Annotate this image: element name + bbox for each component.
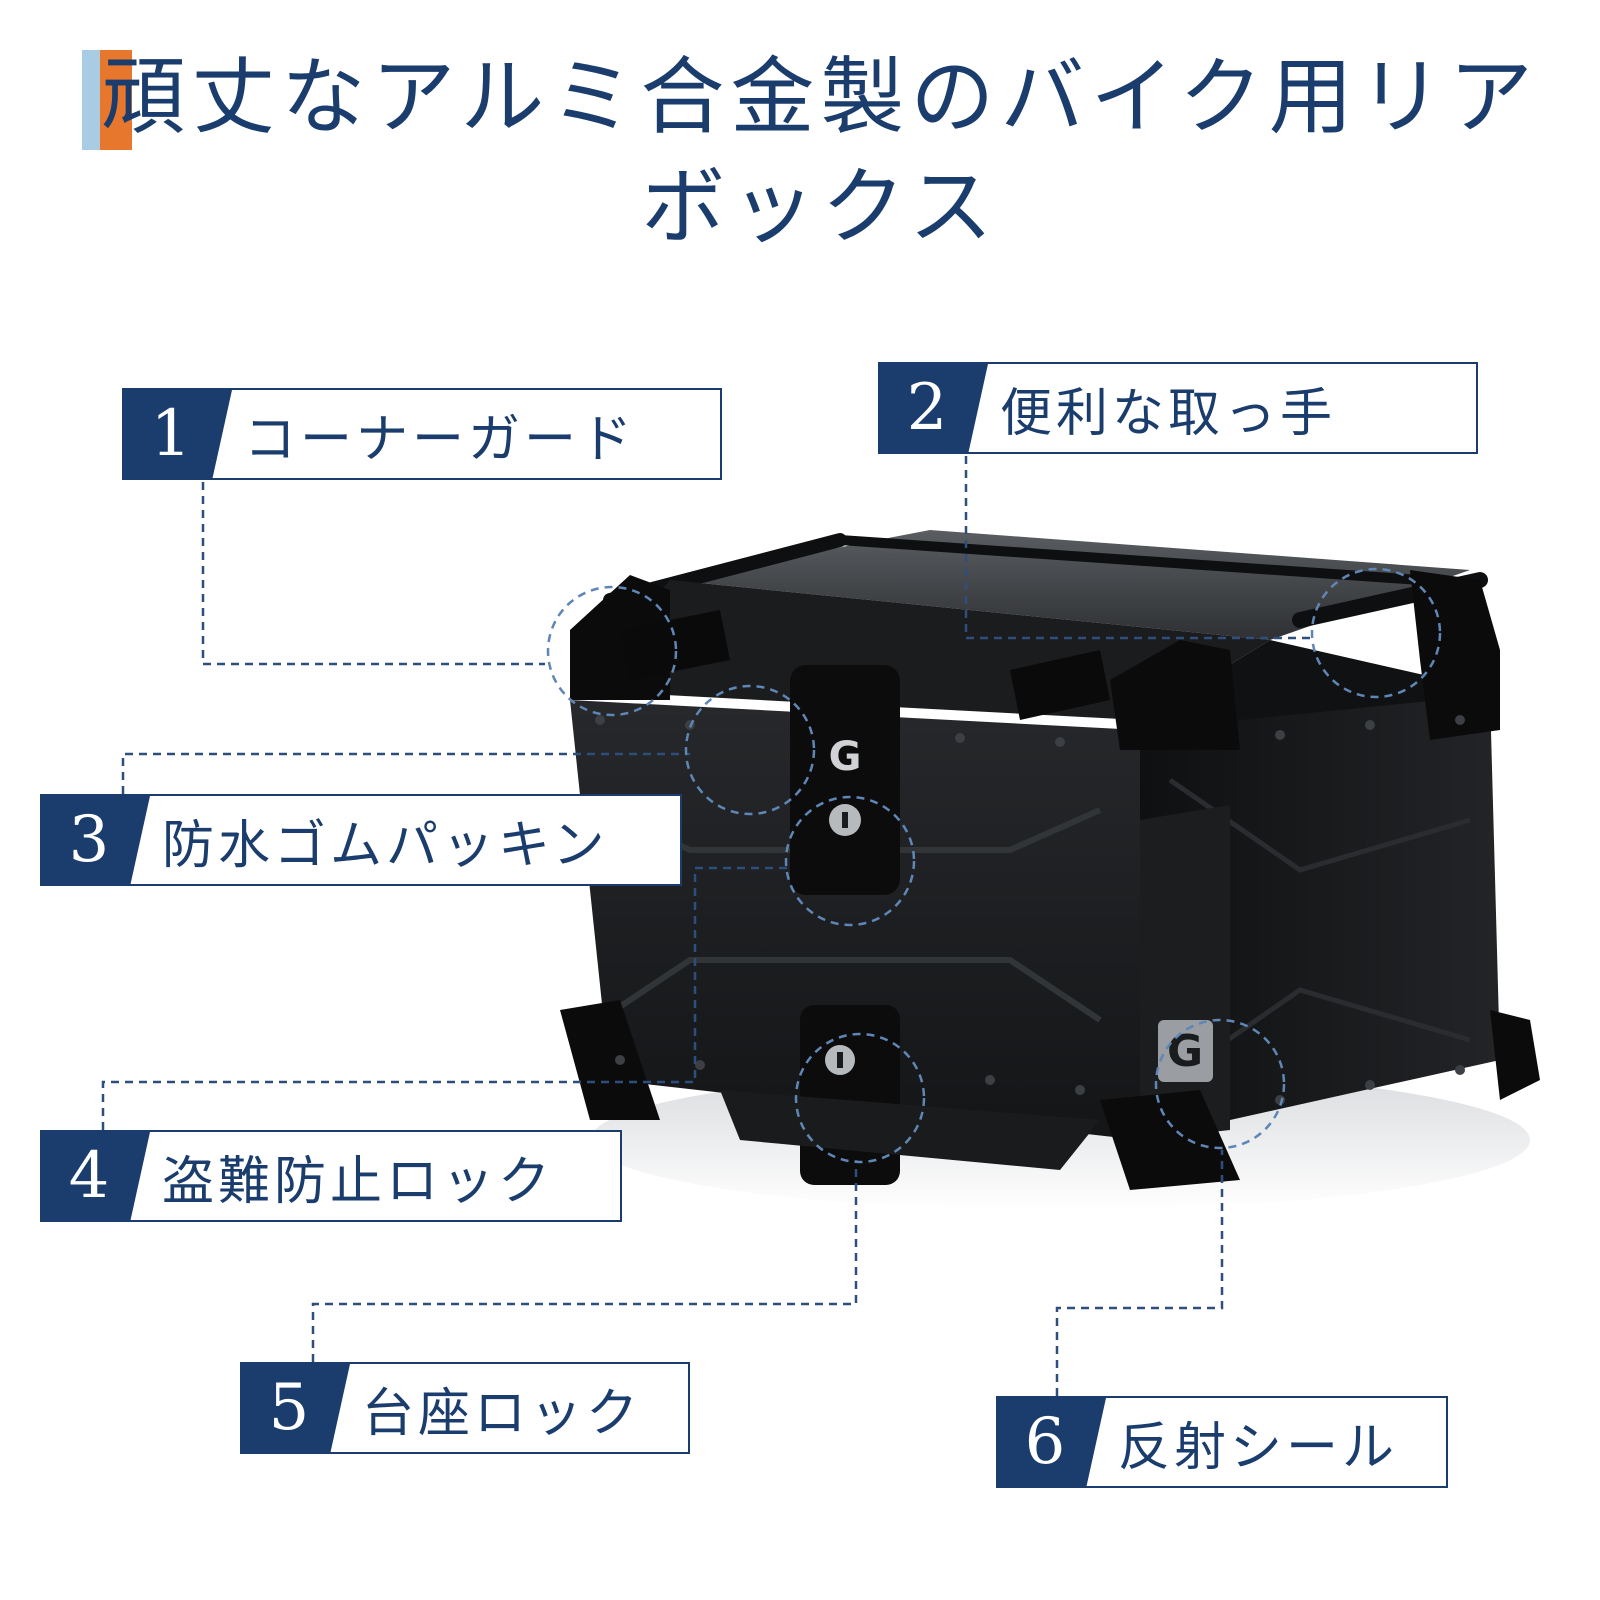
callout-anti-theft-lock: 4 盗難防止ロック: [40, 1130, 622, 1222]
corner-guard-bottom-right: [1490, 1010, 1540, 1100]
callout-corner-guard: 1 コーナーガード: [122, 388, 722, 480]
callout-label: 盗難防止ロック: [162, 1151, 555, 1212]
corner-guard-top-center: [1110, 640, 1240, 750]
callout-label: 防水ゴムパッキン: [162, 815, 609, 876]
callout-number: 4: [42, 1132, 150, 1220]
callout-base-lock: 5 台座ロック: [240, 1362, 690, 1454]
callout-label: 台座ロック: [362, 1383, 643, 1444]
callout-number: 5: [242, 1364, 350, 1452]
callout-waterproof-packing: 3 防水ゴムパッキン: [40, 794, 682, 886]
callout-handle: 2 便利な取っ手: [878, 362, 1478, 454]
callout-label: 反射シール: [1118, 1417, 1399, 1478]
accent-light-blue: [82, 50, 100, 150]
carbon-reflective-panel: [1140, 805, 1230, 1140]
top-box-product-image: G G: [540, 520, 1550, 1220]
base-latch: [800, 1005, 900, 1185]
callout-label: コーナーガード: [244, 409, 637, 470]
callout-number: 2: [880, 364, 988, 452]
svg-text:G: G: [1167, 1026, 1203, 1077]
callout-number: 1: [124, 390, 232, 478]
accent-orange: [100, 50, 132, 150]
callout-number: 3: [42, 796, 150, 884]
handle-right: [1010, 650, 1110, 720]
callout-number: 6: [998, 1398, 1106, 1486]
svg-text:G: G: [829, 734, 862, 780]
leader-1: [201, 482, 545, 666]
lid-latch: [790, 665, 900, 895]
title-accent-bar: [82, 50, 132, 150]
page-title: 頑丈なアルミ合金製のバイク用リアボックス: [101, 48, 1539, 256]
callout-reflective-seal: 6 反射シール: [996, 1396, 1448, 1488]
callout-label: 便利な取っ手: [1000, 383, 1337, 444]
